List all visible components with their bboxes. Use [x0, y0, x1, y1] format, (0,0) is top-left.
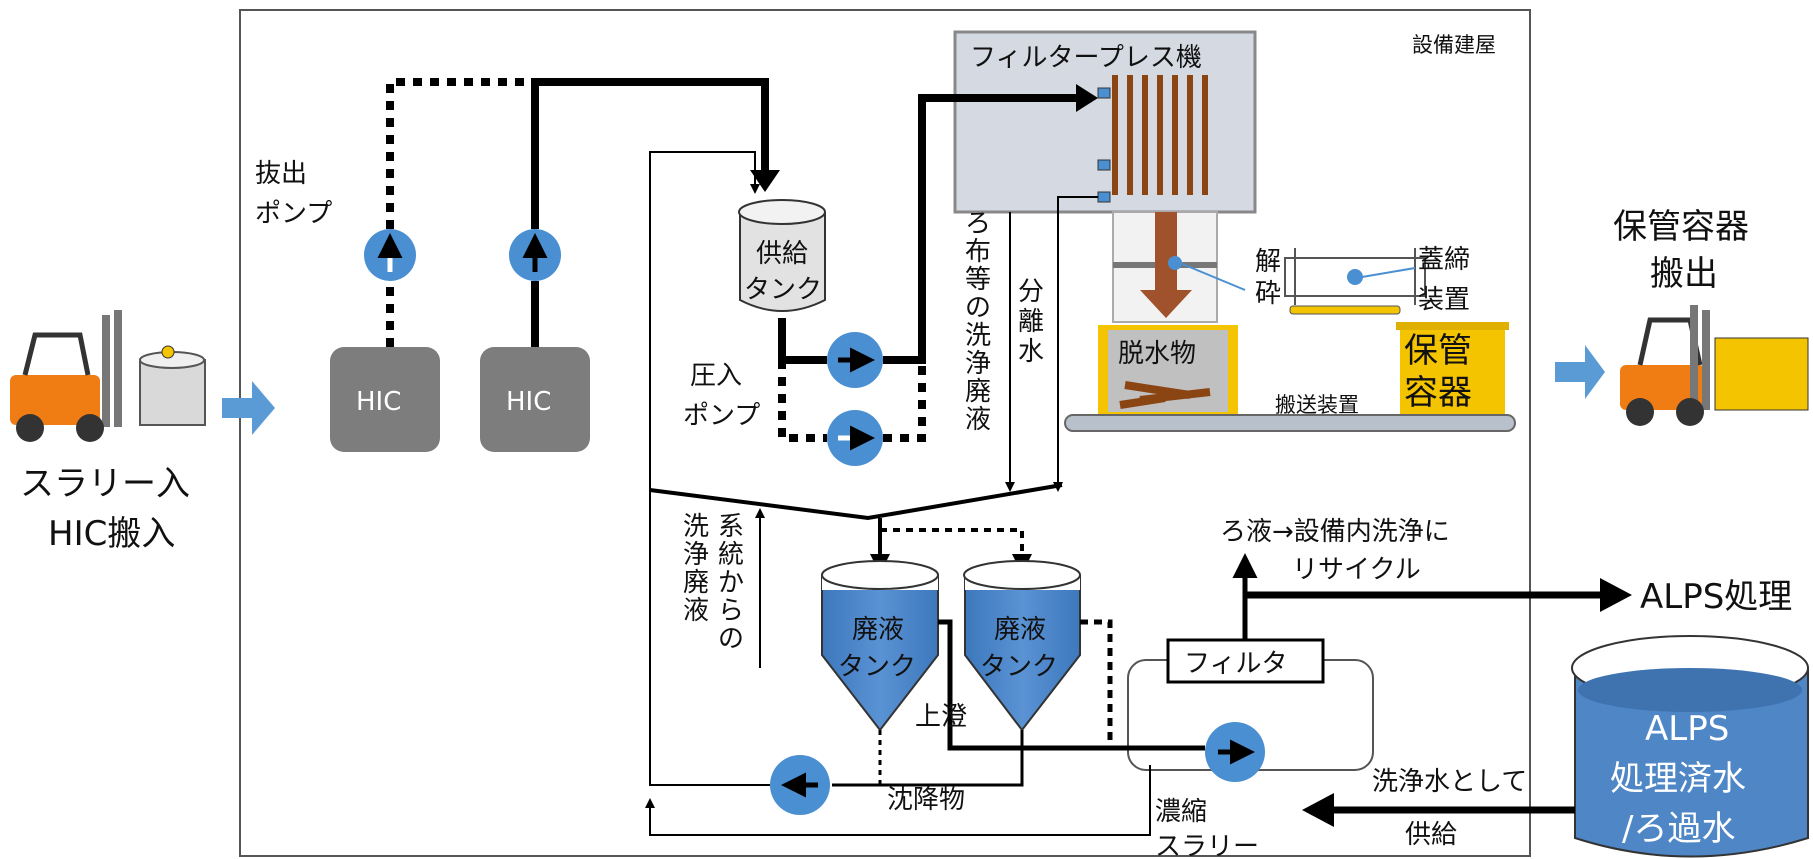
system-wash-label-1: 系統からの — [718, 512, 744, 654]
hic-container-1: HIC — [330, 347, 440, 452]
crusher — [1112, 211, 1246, 323]
concentrated-slurry-line — [645, 765, 1151, 836]
concentrated-label-1: 濃縮 — [1155, 797, 1207, 827]
separated-water-line — [1053, 196, 1098, 492]
svg-text:容器: 容器 — [1404, 373, 1472, 413]
svg-text:供給: 供給 — [756, 239, 808, 269]
alps-treatment-label: ALPS処理 — [1640, 577, 1792, 617]
filter-press-label: フィルタープレス機 — [970, 43, 1202, 73]
filter-label: フィルタ — [1184, 649, 1287, 679]
system-wash-label-2: 洗浄廃液 — [683, 512, 709, 626]
lid-label-2: 装置 — [1418, 285, 1470, 315]
extract-line-solid — [531, 78, 769, 347]
wash-water-label-2: 供給 — [1405, 820, 1457, 850]
supernatant-label: 上澄 — [915, 702, 967, 732]
press-pump-label-2: ポンプ — [683, 401, 760, 431]
conveyor — [1064, 414, 1516, 432]
waste-tank-1: 廃液 タンク — [821, 560, 939, 732]
building-label: 設備建屋 — [1412, 33, 1496, 57]
sediment-label: 沈降物 — [887, 785, 965, 815]
waste-tank-2: 廃液 タンク — [963, 560, 1081, 732]
carry-out-label-1: 保管容器 — [1613, 207, 1749, 247]
dewatered-box: 脱水物 — [1098, 325, 1238, 417]
filter-box — [1166, 638, 1325, 684]
svg-text:ALPS: ALPS — [1645, 709, 1729, 749]
slurry-in-label-2: HIC搬入 — [48, 514, 175, 554]
slurry-in-label-1: スラリー入 — [20, 464, 190, 504]
press-line-dotted — [778, 360, 926, 442]
supernatant-line-dotted — [1080, 619, 1113, 748]
slurry-in-arrow — [222, 381, 275, 435]
carry-out-label-2: 搬出 — [1650, 254, 1718, 294]
svg-text:HIC: HIC — [356, 387, 401, 417]
svg-text:タンク: タンク — [838, 652, 916, 682]
storage-container: 保管 容器 — [1396, 322, 1509, 416]
svg-text:/ろ過水: /ろ過水 — [1622, 809, 1735, 849]
svg-text:タンク: タンク — [980, 652, 1058, 682]
supply-tank: 供給 タンク — [738, 199, 826, 312]
svg-text:処理済水: 処理済水 — [1610, 759, 1746, 799]
lid-closing-device — [1284, 248, 1426, 315]
sediment-line-solid — [832, 730, 1024, 787]
crush-label: 解砕 — [1255, 247, 1281, 309]
concentrated-label-2: スラリー — [1155, 832, 1259, 859]
svg-text:廃液: 廃液 — [994, 615, 1046, 645]
forklift-in — [10, 310, 206, 442]
alps-tank: ALPS 処理済水 /ろ過水 — [1571, 635, 1809, 858]
hic-container-2: HIC — [480, 347, 590, 452]
wash-water-label-1: 洗浄水として — [1372, 767, 1527, 797]
filtrate-label-2: リサイクル — [1292, 555, 1421, 585]
carry-out-arrow — [1555, 345, 1605, 399]
extract-pump-label-1: 抜出 — [255, 159, 307, 189]
svg-text:HIC: HIC — [506, 387, 551, 417]
supernatant-line-solid — [938, 619, 1110, 751]
separated-water-label: 分離水 — [1018, 277, 1044, 367]
conveyor-label: 搬送装置 — [1275, 393, 1359, 417]
lid-label-1: 蓋締 — [1418, 245, 1470, 275]
svg-text:廃液: 廃液 — [852, 615, 904, 645]
filter-press: フィルタープレス機 — [953, 30, 1257, 214]
press-pump-label-1: 圧入 — [690, 361, 742, 391]
cloth-wash-label: ろ布等の洗浄廃液 — [965, 209, 991, 435]
recycle-line — [649, 151, 770, 786]
collection-funnel — [649, 483, 1063, 521]
extract-pump-label-2: ポンプ — [255, 199, 332, 229]
svg-text:保管: 保管 — [1404, 331, 1472, 371]
svg-text:タンク: タンク — [744, 275, 822, 305]
filter-plates — [1112, 75, 1208, 195]
filtrate-label-1: ろ液→設備内洗浄に — [1220, 517, 1450, 547]
extract-line-dotted — [386, 78, 535, 347]
forklift-out — [1620, 305, 1809, 426]
svg-text:脱水物: 脱水物 — [1118, 339, 1196, 369]
building-frame — [239, 9, 1531, 857]
